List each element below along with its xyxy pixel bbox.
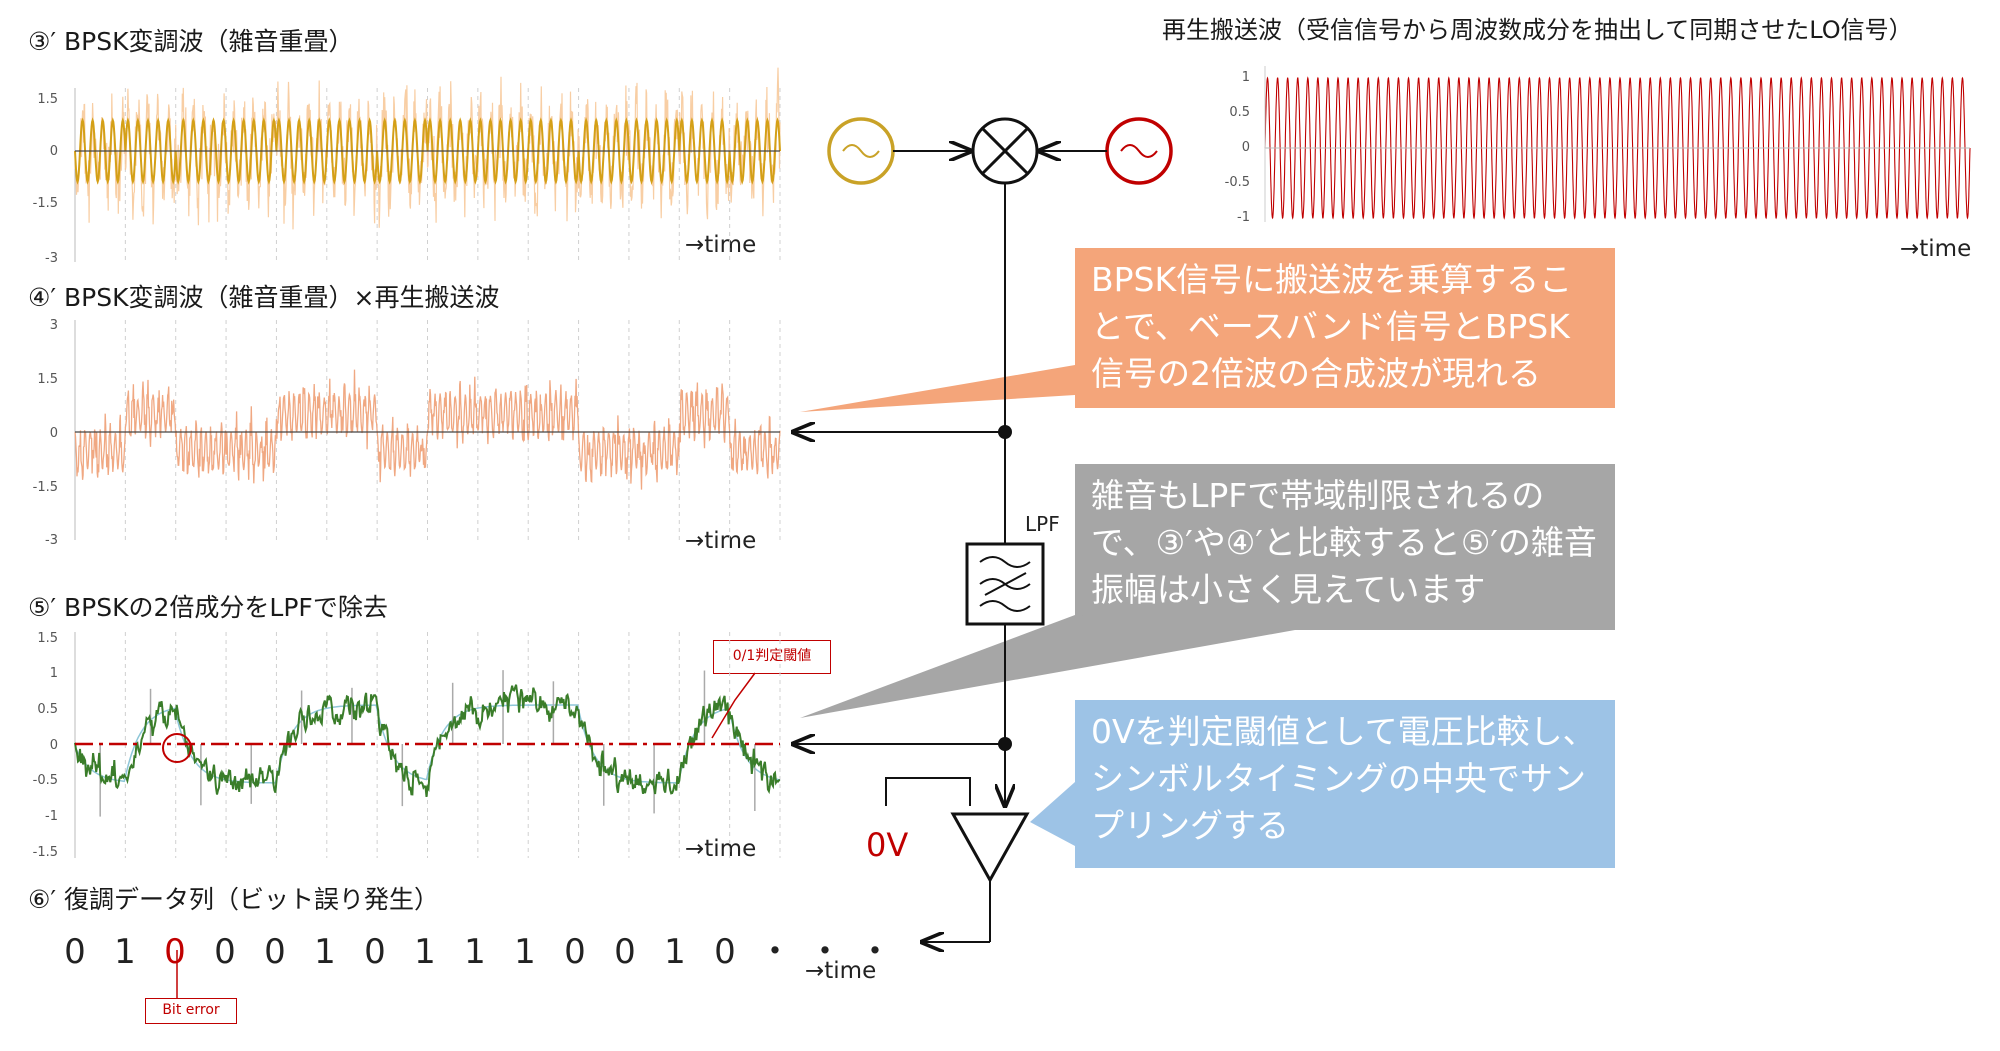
mixer-cross xyxy=(980,126,1030,176)
bit: ・ xyxy=(758,932,792,972)
bit: 0 xyxy=(64,932,86,972)
sine-glyph xyxy=(1120,144,1158,158)
gray-callout: 雑音もLPFで帯域制限されるので、③′や④′と比較すると⑤′の雑音振幅は小さく見… xyxy=(1075,464,1615,630)
lpf-glyph xyxy=(979,556,1031,568)
tick-label: 1.5 xyxy=(37,92,58,107)
bit-error-label: Bit error xyxy=(145,998,237,1024)
tick-label: -1 xyxy=(1237,210,1250,225)
bit: ・ xyxy=(858,932,892,972)
error-marker-circle xyxy=(162,733,192,763)
orange-callout: BPSK信号に搬送波を乗算することで、ベースバンド信号とBPSK信号の2倍波の合… xyxy=(1075,248,1615,408)
tick-label: -0.5 xyxy=(1224,175,1250,190)
bit: 0 xyxy=(364,932,386,972)
blue-callout: 0Vを判定閾値として電圧比較し、シンボルタイミングの中央でサンプリングする xyxy=(1075,700,1615,868)
sine-glyph xyxy=(842,144,880,158)
panel3-title: ③′ BPSK変調波（雑音重畳） xyxy=(28,27,354,56)
tick-label: 1 xyxy=(49,666,58,681)
tick-label: 0 xyxy=(49,738,58,753)
panel6-title: ⑥′ 復調データ列（ビット誤り発生） xyxy=(28,885,440,914)
orange-callout-pointer xyxy=(800,365,1075,412)
bit: 0 xyxy=(714,932,736,972)
bit: 0 xyxy=(614,932,636,972)
bit: 1 xyxy=(314,932,336,972)
panel5-title: ⑤′ BPSKの2倍成分をLPFで除去 xyxy=(28,593,388,622)
time-label: →time xyxy=(685,528,757,554)
tick-label: 1.5 xyxy=(37,372,58,387)
bit: 1 xyxy=(414,932,436,972)
bit: 1 xyxy=(514,932,536,972)
lpf-glyph xyxy=(979,600,1031,612)
tick-label: -1 xyxy=(45,809,58,824)
comparator-icon xyxy=(950,812,1030,884)
tick-label: 1 xyxy=(1241,70,1250,85)
time-label: →time xyxy=(685,836,757,862)
tick-label: 0.5 xyxy=(1229,105,1250,120)
panel4-title: ④′ BPSK変調波（雑音重畳）×再生搬送波 xyxy=(28,283,500,312)
zero-volt-label: 0V xyxy=(866,826,909,864)
tick-label: 0 xyxy=(49,426,58,441)
bit: 0 xyxy=(214,932,236,972)
tick-label: 1.5 xyxy=(37,631,58,646)
bit: ・ xyxy=(808,932,842,972)
wire xyxy=(885,777,971,806)
bit: 1 xyxy=(114,932,136,972)
blue-callout-pointer xyxy=(1030,782,1075,846)
threshold-pointer xyxy=(711,672,756,739)
tick-label: -1.5 xyxy=(32,480,58,495)
time-label: →time xyxy=(805,958,877,984)
tick-label: -0.5 xyxy=(32,773,58,788)
bit: 1 xyxy=(664,932,686,972)
bit: 0 xyxy=(564,932,586,972)
gray-callout-pointer xyxy=(800,615,1295,718)
threshold-label: 0/1判定閾値 xyxy=(713,640,831,674)
time-label: →time xyxy=(1900,236,1972,262)
waveforms xyxy=(74,67,1971,817)
tick-label: -1.5 xyxy=(32,845,58,860)
tick-label: 0.5 xyxy=(37,702,58,717)
bit: 1 xyxy=(464,932,486,972)
tick-label: 0 xyxy=(49,144,58,159)
bit-error-value: 0 xyxy=(164,932,186,972)
lpf-label: LPF xyxy=(1025,512,1060,536)
grid-lines xyxy=(74,88,781,858)
carrier-title: 再生搬送波（受信信号から周波数成分を抽出して同期させたLO信号） xyxy=(1162,16,1913,44)
tick-label: -3 xyxy=(45,533,58,548)
gray-callout-text: 雑音もLPFで帯域制限されるので、③′や④′と比較すると⑤′の雑音振幅は小さく見… xyxy=(1091,476,1597,609)
tick-label: -1.5 xyxy=(32,196,58,211)
lpf-output-trace xyxy=(74,684,781,798)
tick-label: 3 xyxy=(49,318,58,333)
orange-callout-text: BPSK信号に搬送波を乗算することで、ベースバンド信号とBPSK信号の2倍波の合… xyxy=(1091,260,1573,393)
time-label: →time xyxy=(685,232,757,258)
blue-callout-text: 0Vを判定閾値として電圧比較し、シンボルタイミングの中央でサンプリングする xyxy=(1091,712,1596,845)
tick-label: 0 xyxy=(1241,140,1250,155)
lpf-glyph xyxy=(984,572,1027,596)
tick-label: -3 xyxy=(45,251,58,266)
bit: 0 xyxy=(264,932,286,972)
